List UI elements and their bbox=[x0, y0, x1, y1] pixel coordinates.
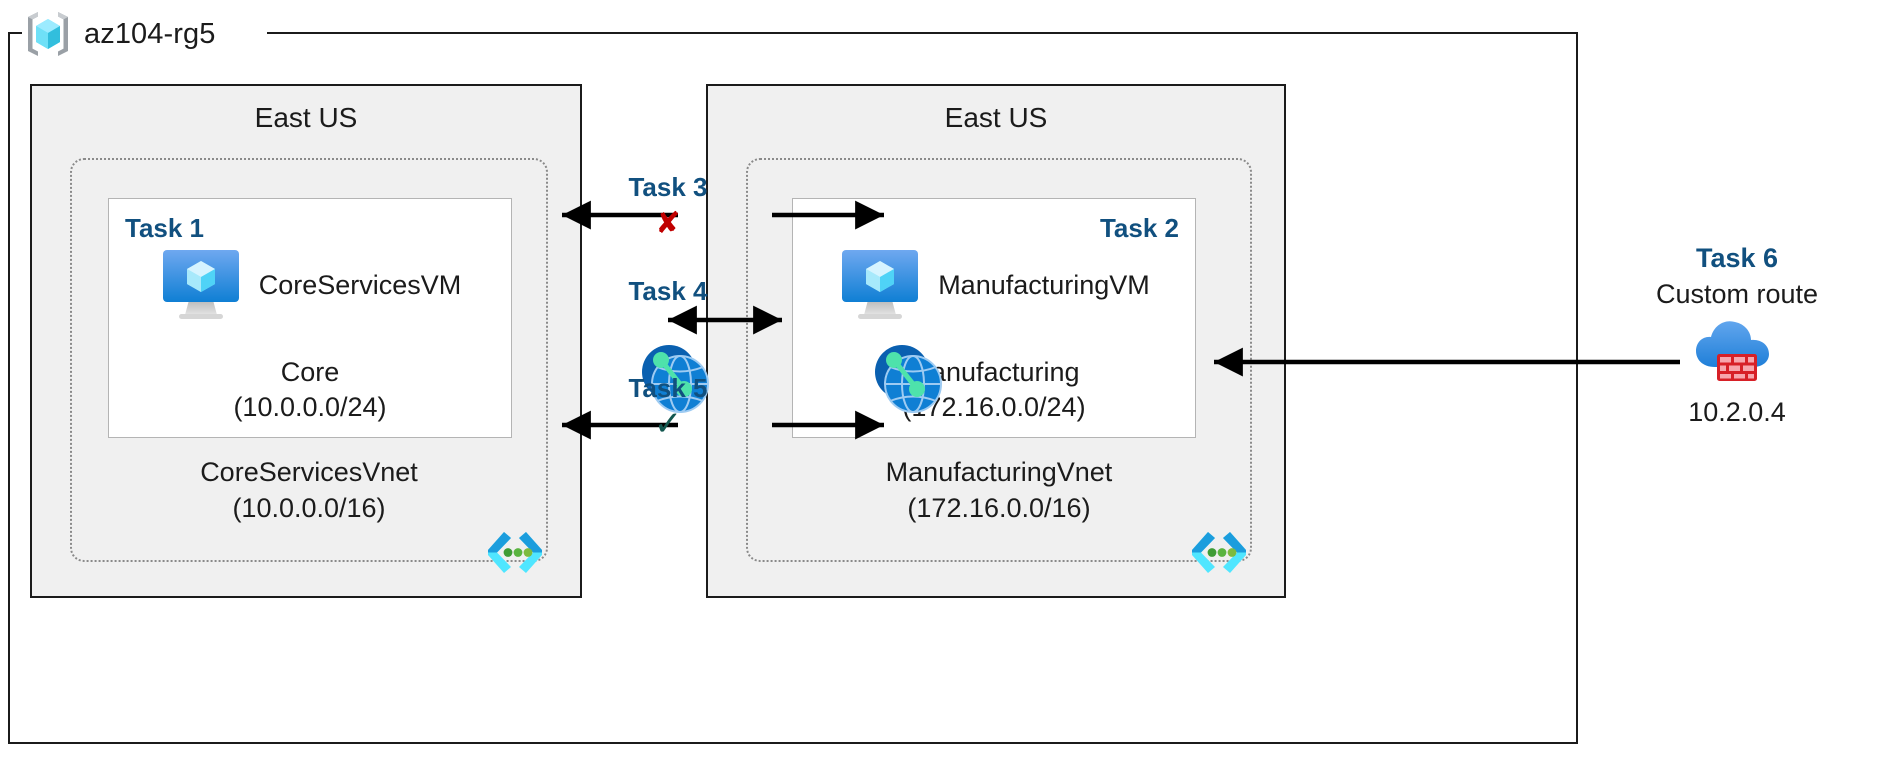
region-box-right: East US Task 2 bbox=[706, 84, 1286, 598]
virtual-machine-monitor-icon bbox=[838, 247, 922, 323]
task-tag-2: Task 2 bbox=[1099, 213, 1179, 243]
vnet-name-manufacturing: ManufacturingVnet bbox=[885, 457, 1113, 487]
custom-route-arrow bbox=[1214, 347, 1680, 377]
virtual-network-globe-icon bbox=[636, 341, 714, 417]
firewall-cloud-icon bbox=[1612, 316, 1862, 388]
region-box-left: East US Task 1 bbox=[30, 84, 582, 598]
resource-group-name: az104-rg5 bbox=[84, 17, 216, 50]
subnet-caption-core: Core (10.0.0.0/24) bbox=[109, 355, 511, 425]
connector-label-task-5: Task 5 bbox=[628, 373, 708, 403]
connector-mark-task-3: ✘ bbox=[655, 207, 681, 240]
task-tag-1: Task 1 bbox=[125, 213, 205, 243]
vnet-box-core-services: Task 1 bbox=[70, 158, 548, 573]
vm-row-core: CoreServicesVM bbox=[109, 247, 511, 323]
region-label-right: East US bbox=[944, 102, 1048, 133]
custom-route-title: Task 6 bbox=[1695, 243, 1779, 273]
custom-route-subtitle: Custom route bbox=[1655, 279, 1819, 309]
subnet-brackets-icon bbox=[480, 524, 550, 582]
subnet-range-core: (10.0.0.0/24) bbox=[233, 392, 387, 422]
resource-group-cube-icon bbox=[22, 8, 74, 60]
vnet-name-core-services: CoreServicesVnet bbox=[200, 457, 418, 487]
custom-route-block: Task 6 Custom route bbox=[1612, 240, 1862, 430]
resource-group-title: az104-rg5 bbox=[22, 10, 216, 58]
vnet-address-space-core-services: (10.0.0.0/16) bbox=[232, 493, 386, 523]
resource-group-frame bbox=[8, 32, 1578, 744]
connector-label-task-4: Task 4 bbox=[628, 276, 708, 306]
vnet-caption-manufacturing: ManufacturingVnet (172.16.0.0/16) bbox=[748, 454, 1250, 526]
virtual-machine-monitor-icon bbox=[159, 247, 243, 323]
virtual-network-globe-icon bbox=[869, 341, 947, 417]
vm-row-manufacturing: ManufacturingVM bbox=[793, 247, 1195, 323]
custom-route-ip: 10.2.0.4 bbox=[1688, 397, 1786, 427]
vnet-caption-core-services: CoreServicesVnet (10.0.0.0/16) bbox=[72, 454, 546, 526]
vnet-address-space-manufacturing: (172.16.0.0/16) bbox=[907, 493, 1091, 523]
vm-name-core-services: CoreServicesVM bbox=[258, 269, 462, 300]
subnet-name-core: Core bbox=[280, 357, 340, 387]
region-label-left: East US bbox=[254, 102, 358, 133]
peering-connector-arrows bbox=[562, 200, 884, 440]
vm-name-manufacturing: ManufacturingVM bbox=[938, 269, 1150, 300]
connector-mark-task-5: ✓ bbox=[653, 405, 683, 443]
connector-label-task-3: Task 3 bbox=[628, 172, 708, 202]
subnet-box-core: Task 1 bbox=[108, 198, 512, 438]
subnet-brackets-icon bbox=[1184, 524, 1254, 582]
